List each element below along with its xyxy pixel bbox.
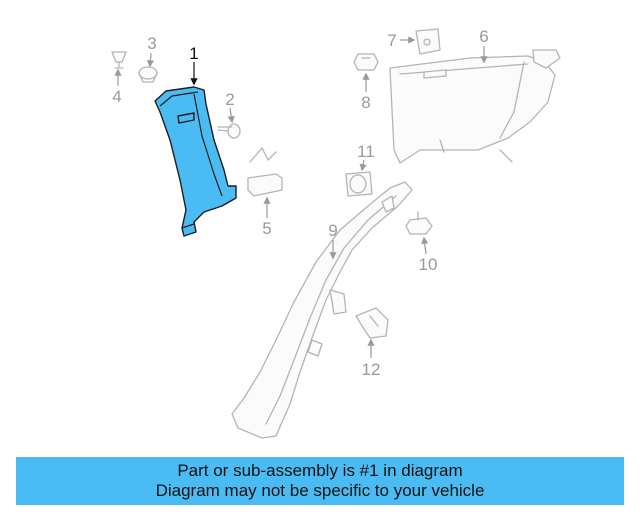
callout-7: 7 [387, 31, 396, 50]
part-4-push-pin [111, 51, 127, 69]
callout-labels: 1 2 3 4 5 6 7 8 9 10 11 12 [112, 27, 488, 379]
part-2-screw [217, 123, 241, 139]
leader-lines [114, 36, 488, 358]
callout-5: 5 [262, 219, 271, 238]
callout-6: 6 [479, 27, 488, 46]
part-3-clip [138, 66, 158, 83]
part-11-grommet [345, 171, 373, 197]
leader-11 [359, 159, 367, 172]
part-6-quarter-trim-panel [389, 49, 561, 164]
callout-1: 1 [189, 44, 198, 63]
callout-9: 9 [328, 221, 337, 240]
leader-10 [421, 236, 429, 255]
callout-10: 10 [419, 255, 438, 274]
part-5-handle [247, 147, 283, 197]
part-1-pillar-trim-highlighted [154, 86, 237, 237]
part-9-pillar-trim [231, 181, 413, 439]
info-banner: Part or sub-assembly is #1 in diagram Di… [16, 457, 624, 505]
callout-4: 4 [112, 87, 121, 106]
banner-line-part-info: Part or sub-assembly is #1 in diagram [177, 461, 463, 480]
leader-2 [227, 107, 235, 124]
callout-12: 12 [362, 360, 381, 379]
part-8-bolt [353, 53, 379, 71]
parts-diagram: 1 2 3 4 5 6 7 8 9 10 11 12 [111, 27, 561, 439]
leader-3 [146, 52, 155, 68]
part-12-bracket [355, 307, 389, 339]
part-7-bracket [415, 28, 441, 55]
callout-11: 11 [357, 142, 375, 161]
part-10-bolt [405, 211, 433, 235]
banner-line-disclaimer: Diagram may not be specific to your vehi… [155, 481, 485, 500]
callout-2: 2 [225, 90, 234, 109]
callout-8: 8 [361, 93, 370, 112]
callout-3: 3 [147, 34, 156, 53]
